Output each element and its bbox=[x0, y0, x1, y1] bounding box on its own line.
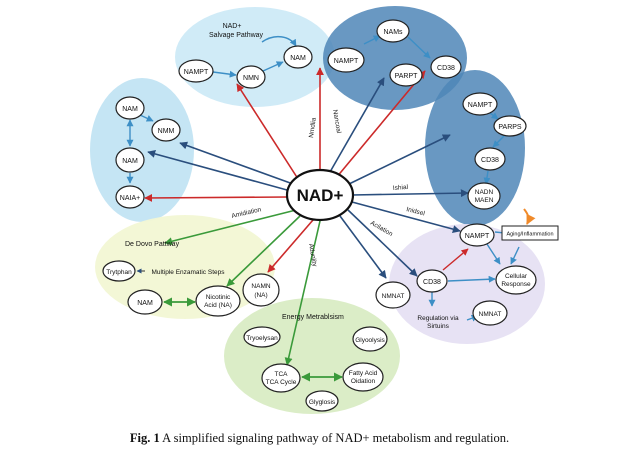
node-consuming-cd38-label: CD38 bbox=[437, 65, 455, 72]
node-regulation-cell-label2: Response bbox=[501, 281, 531, 288]
node-salvage-nam bbox=[283, 45, 313, 69]
figure-caption: Fig. 1 A simplified signaling pathway of… bbox=[0, 431, 639, 446]
node-energy-tca-label2: TCA Cycle bbox=[266, 379, 297, 386]
edge-label-nmdlia: Nmdlia bbox=[308, 117, 318, 138]
figure-caption-text: A simplified signaling pathway of NAD+ m… bbox=[159, 431, 510, 445]
node-nad-plus-label: NAD+ bbox=[297, 186, 344, 205]
node-energy-fatty-label2: Oidation bbox=[351, 378, 376, 385]
node-energy-tryoelysan bbox=[243, 326, 281, 348]
node-left-naia-label: NAIA+ bbox=[120, 195, 140, 202]
node-denovo-nicotinic-acid bbox=[195, 285, 241, 317]
node-consuming-nampt-label: NAMPT bbox=[334, 58, 359, 65]
regulation-internal-edges bbox=[428, 208, 536, 322]
node-left-naia bbox=[115, 185, 145, 209]
node-left-nam2 bbox=[115, 147, 145, 173]
node-left-nam1 bbox=[115, 96, 145, 120]
node-right-cd38 bbox=[474, 147, 506, 171]
edge-label-amidiation: Amidiation bbox=[231, 206, 263, 220]
node-energy-tca-label1: TCA bbox=[275, 371, 289, 378]
node-nmnat-label: NMNAT bbox=[382, 293, 405, 300]
node-salvage-nam-label: NAM bbox=[290, 55, 306, 62]
left-cluster bbox=[90, 78, 194, 222]
node-regulation-nampt-label: NAMPT bbox=[465, 233, 490, 240]
salvage-title-line1: NAD+ bbox=[223, 23, 242, 30]
node-left-nmm-label: NMM bbox=[158, 128, 175, 135]
node-right-parps-label: PARPS bbox=[498, 124, 522, 131]
node-consuming-parpt-label: PARPT bbox=[395, 73, 419, 80]
node-energy-tca bbox=[261, 363, 301, 393]
center-edges bbox=[144, 67, 469, 366]
node-right-cd38-label: CD38 bbox=[481, 157, 499, 164]
node-regulation-nampt bbox=[459, 223, 495, 247]
denovo-title: De Dovo Pattway bbox=[125, 241, 180, 248]
right-cluster bbox=[425, 70, 525, 226]
node-denovo-nam-label: NAM bbox=[137, 300, 153, 307]
node-salvage-nmn bbox=[236, 65, 266, 89]
node-left-nam1-label: NAM bbox=[122, 106, 138, 113]
node-energy-glyglosis bbox=[305, 390, 339, 412]
node-energy-tryoelysan-label: Tryoelysan bbox=[246, 335, 278, 342]
aging-inflammation-label: Aging/Inflammation bbox=[506, 232, 553, 238]
node-right-nadn-label2: MAEN bbox=[475, 197, 494, 204]
node-salvage-nampt bbox=[178, 59, 214, 83]
node-left-nmm bbox=[151, 118, 181, 142]
edge-label-ishial: Ishial bbox=[393, 184, 409, 192]
node-nad-plus-center bbox=[285, 168, 355, 222]
node-denovo-na-label1: Nicotinic bbox=[206, 294, 231, 301]
salvage-cluster bbox=[175, 7, 335, 107]
consuming-internal-edges bbox=[363, 35, 431, 59]
node-left-nam2-label: NAM bbox=[122, 158, 138, 165]
edge-label-nancoal: Nancoal bbox=[331, 109, 342, 134]
right-internal-edges bbox=[483, 112, 506, 185]
node-consuming-parpt bbox=[389, 63, 423, 87]
left-internal-edges bbox=[126, 114, 154, 184]
salvage-title-line2: Salvage Pathway bbox=[209, 32, 264, 39]
node-salvage-nampt-label: NAMPT bbox=[184, 69, 209, 76]
node-regulation-cd38 bbox=[416, 269, 448, 293]
denovo-multiple-steps: Multiple Enzamatic Steps bbox=[152, 269, 226, 276]
node-consuming-nams bbox=[376, 19, 410, 43]
node-denovo-tryptophan-label: Trytphan bbox=[106, 269, 132, 276]
node-right-nadn-label1: NADN bbox=[475, 189, 494, 196]
regulation-sirtuins-line1: Regulation via bbox=[417, 315, 459, 322]
node-denovo-tryptophan bbox=[102, 260, 136, 282]
figure-caption-label: Fig. 1 bbox=[129, 431, 160, 445]
node-right-nampt-label: NAMPT bbox=[468, 102, 493, 109]
node-right-parps bbox=[493, 115, 527, 137]
node-regulation-cd38-label: CD38 bbox=[423, 279, 441, 286]
edge-label-adunlity: Adunlity bbox=[307, 243, 318, 268]
aging-inflammation-box bbox=[501, 225, 559, 241]
node-regulation-cell-label1: Cellular bbox=[505, 273, 528, 280]
regulation-sirtuins-line2: Sirtuins bbox=[427, 323, 449, 330]
node-consuming-cd38 bbox=[430, 55, 462, 79]
node-namn-label2: (NA) bbox=[254, 292, 267, 299]
node-regulation-nmnat-label: NMNAT bbox=[479, 311, 502, 318]
consuming-cluster bbox=[323, 6, 467, 110]
node-regulation-cellular-response bbox=[495, 265, 537, 295]
node-denovo-nam bbox=[127, 289, 163, 315]
node-energy-glyglosis-label: Glyglosis bbox=[309, 399, 336, 406]
node-energy-glyoolysis bbox=[352, 326, 388, 352]
node-consuming-nams-label: NAMs bbox=[383, 29, 403, 36]
salvage-internal-edges bbox=[212, 35, 297, 78]
node-energy-fatty-label1: Fatty Acid bbox=[349, 370, 378, 377]
node-namn-label1: NAMN bbox=[251, 283, 270, 290]
node-regulation-nmnat bbox=[472, 300, 508, 326]
node-denovo-na-label2: Acid (NA) bbox=[204, 302, 232, 309]
node-right-nampt bbox=[462, 92, 498, 116]
node-salvage-nmn-label: NMN bbox=[243, 75, 259, 82]
edge-label-inidsel: Inidsel bbox=[406, 206, 426, 217]
node-right-nadn bbox=[467, 182, 501, 210]
node-energy-glyoolysis-label: Glyoolysis bbox=[355, 337, 385, 344]
node-namn bbox=[242, 273, 280, 307]
node-consuming-nampt bbox=[327, 47, 365, 73]
energy-title: Energy Metrablsism bbox=[282, 314, 344, 321]
node-nmnat bbox=[375, 281, 411, 309]
node-energy-fatty-acid bbox=[342, 362, 384, 392]
edge-label-acilation: Acilation bbox=[369, 220, 394, 239]
